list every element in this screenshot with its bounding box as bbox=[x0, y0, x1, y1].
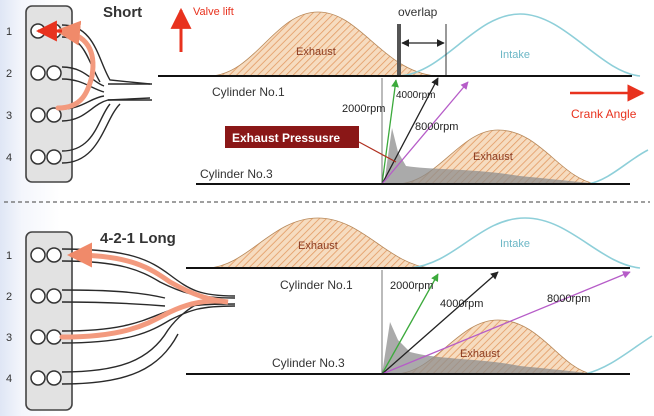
rpm-8000-label-long: 8000rpm bbox=[547, 293, 590, 305]
overlap-marker bbox=[397, 24, 401, 76]
short-manifold bbox=[61, 24, 152, 164]
intake-cam-cyl3-long bbox=[584, 335, 653, 375]
cylinder-num-1: 1 bbox=[6, 26, 12, 38]
exhaust-cyl3-label-long: Exhaust bbox=[460, 348, 500, 360]
cyl1-label-short: Cylinder No.1 bbox=[212, 85, 285, 99]
vector-4000-short bbox=[381, 77, 439, 185]
intake-cam-label-long: Intake bbox=[500, 238, 530, 250]
cylinder-num-2: 2 bbox=[6, 68, 12, 80]
exhaust-cam-label: Exhaust bbox=[296, 46, 336, 58]
rpm-8000-label-short: 8000rpm bbox=[415, 121, 458, 133]
overlap-label: overlap bbox=[398, 5, 438, 19]
cylinder-num-3-long: 3 bbox=[6, 332, 12, 344]
cyl3-label-short: Cylinder No.3 bbox=[200, 167, 273, 181]
exhaust-flow-short bbox=[55, 20, 96, 111]
vector-8000-short bbox=[381, 81, 469, 185]
cyl1-label-long: Cylinder No.1 bbox=[280, 278, 353, 292]
long-manifold bbox=[61, 248, 236, 385]
intake-cam-label: Intake bbox=[500, 49, 530, 61]
rpm-2000-label-short: 2000rpm bbox=[342, 103, 385, 115]
exhaust-cam-cyl1-long bbox=[207, 217, 431, 269]
long-header: 4-2-1 Long bbox=[100, 230, 176, 247]
cylinder-num-3: 3 bbox=[6, 110, 12, 122]
rpm-2000-label-long: 2000rpm bbox=[390, 280, 433, 292]
vector-8000-long bbox=[381, 271, 631, 375]
exhaust-pressure-wave-short bbox=[384, 128, 600, 184]
intake-cam-short bbox=[399, 13, 641, 77]
cylinder-num-2-long: 2 bbox=[6, 291, 12, 303]
exhaust-pressure-pointer bbox=[358, 141, 397, 163]
cylinder-num-4: 4 bbox=[6, 152, 12, 164]
engine-block-short bbox=[25, 5, 73, 183]
short-header: Short bbox=[103, 4, 142, 21]
long-panel: 1 2 3 4 4-2-1 Long Exhaust Intake Cylind… bbox=[6, 217, 653, 411]
intake-cam-long bbox=[409, 217, 641, 269]
exhaust-pressure-box bbox=[225, 126, 359, 148]
short-panel: 1 2 3 4 Short Valve lift Exhaust In bbox=[6, 4, 649, 185]
exhaust-flow-long bbox=[59, 242, 229, 340]
cylinder-num-1-long: 1 bbox=[6, 250, 12, 262]
vector-4000-long bbox=[381, 271, 499, 375]
cylinder-num-4-long: 4 bbox=[6, 373, 12, 385]
exhaust-pressure-wave-long bbox=[382, 322, 596, 374]
exhaust-cyl3-label-short: Exhaust bbox=[473, 151, 513, 163]
intake-cam-cyl3-short bbox=[587, 149, 649, 185]
exhaust-cam-cyl1-short bbox=[209, 11, 436, 77]
exhaust-pressure-label: Exhaust Pressusre bbox=[232, 131, 340, 145]
rpm-4000-label-long: 4000rpm bbox=[440, 298, 483, 310]
cyl3-label-long: Cylinder No.3 bbox=[272, 356, 345, 370]
engine-block-long bbox=[25, 231, 73, 411]
rpm-4000-label-short: 4000rpm bbox=[396, 90, 435, 101]
crank-angle-label: Crank Angle bbox=[571, 107, 637, 121]
exhaust-cam-label-long: Exhaust bbox=[298, 240, 338, 252]
valve-lift-label: Valve lift bbox=[193, 6, 234, 18]
vector-2000-long bbox=[381, 273, 439, 375]
vector-2000-short bbox=[381, 79, 399, 185]
